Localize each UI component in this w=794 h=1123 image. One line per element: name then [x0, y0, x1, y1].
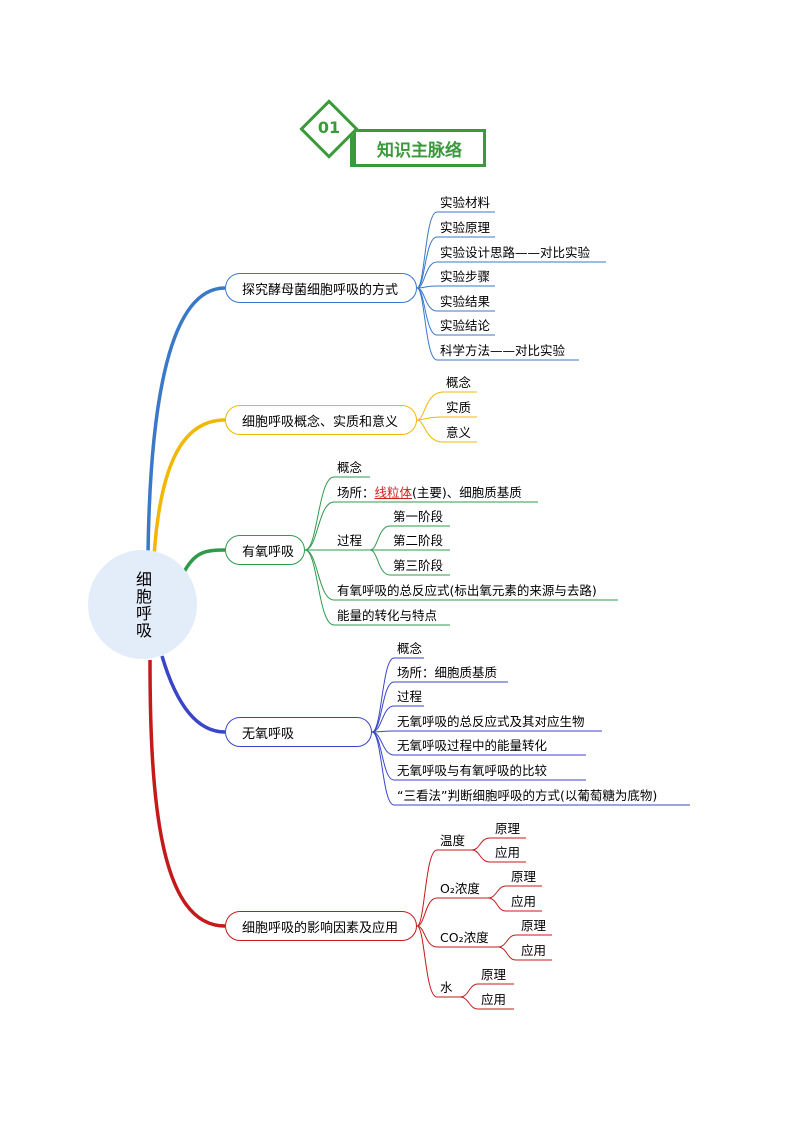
stage-item: 第三阶段 [393, 558, 444, 573]
factor-sub: 应用 [521, 943, 547, 958]
site-rest: (主要)、细胞质基质 [412, 485, 522, 500]
leaf-item: 能量的转化与特点 [337, 608, 438, 623]
branch-label: 细胞呼吸概念、实质和意义 [242, 414, 399, 430]
branch-yeast-experiment: 探究酵母菌细胞呼吸的方式 [225, 273, 417, 303]
leaf-item: 概念 [397, 641, 423, 656]
factor-sub: 应用 [495, 845, 521, 860]
leaf-site: 场所：线粒体(主要)、细胞质基质 [337, 485, 522, 501]
header-number: 01 [317, 118, 341, 137]
branch-concept: 细胞呼吸概念、实质和意义 [225, 405, 417, 435]
factor-name: CO₂浓度 [440, 930, 489, 945]
factor-name: 水 [440, 980, 453, 995]
leaf-item: 实验材料 [440, 195, 491, 210]
leaf-item: 实质 [446, 400, 472, 415]
leaf-item: 有氧呼吸的总反应式(标出氧元素的来源与去路) [337, 583, 597, 598]
leaf-item: 实验结论 [440, 318, 491, 333]
stage-item: 第二阶段 [393, 533, 444, 548]
leaf-item: 过程 [337, 533, 363, 548]
center-label: 细胞呼吸 [133, 570, 152, 639]
branch-label: 探究酵母菌细胞呼吸的方式 [242, 282, 399, 298]
factor-sub: 原理 [495, 821, 521, 836]
leaf-item: 无氧呼吸过程中的能量转化 [397, 738, 548, 753]
branch-anaerobic: 无氧呼吸 [225, 717, 372, 747]
leaf-item: 过程 [397, 689, 423, 704]
center-node: 细胞呼吸 [88, 550, 197, 659]
leaf-item: 场所：细胞质基质 [397, 665, 498, 680]
branch-aerobic: 有氧呼吸 [225, 535, 305, 565]
header-title: 知识主脉络 [356, 132, 483, 164]
leaf-item: 意义 [446, 425, 472, 440]
factor-sub: 原理 [511, 869, 537, 884]
factor-sub: 原理 [521, 918, 547, 933]
leaf-item: 实验原理 [440, 220, 491, 235]
stage-item: 第一阶段 [393, 509, 444, 524]
leaf-item: 实验设计思路——对比实验 [440, 245, 591, 260]
site-key-highlight: 线粒体 [374, 485, 413, 500]
leaf-item: 科学方法——对比实验 [440, 343, 566, 358]
leaf-item: 无氧呼吸的总反应式及其对应生物 [397, 714, 585, 729]
leaf-item: 概念 [337, 460, 363, 475]
branch-factors: 细胞呼吸的影响因素及应用 [225, 911, 417, 941]
branch-label: 无氧呼吸 [242, 726, 295, 742]
leaf-item: 实验步骤 [440, 269, 491, 284]
site-prefix: 场所： [337, 485, 375, 500]
leaf-item: “三看法”判断细胞呼吸的方式(以葡萄糖为底物) [397, 788, 658, 803]
header-banner: 知识主脉络 [350, 129, 486, 167]
factor-sub: 原理 [481, 967, 507, 982]
factor-name: O₂浓度 [440, 881, 480, 896]
leaf-item: 无氧呼吸与有氧呼吸的比较 [397, 763, 548, 778]
branch-label: 有氧呼吸 [242, 544, 295, 560]
factor-sub: 应用 [481, 992, 507, 1007]
leaf-item: 概念 [446, 375, 472, 390]
leaf-item: 实验结果 [440, 294, 491, 309]
factor-sub: 应用 [511, 894, 537, 909]
factor-name: 温度 [440, 833, 466, 848]
branch-label: 细胞呼吸的影响因素及应用 [242, 920, 399, 936]
